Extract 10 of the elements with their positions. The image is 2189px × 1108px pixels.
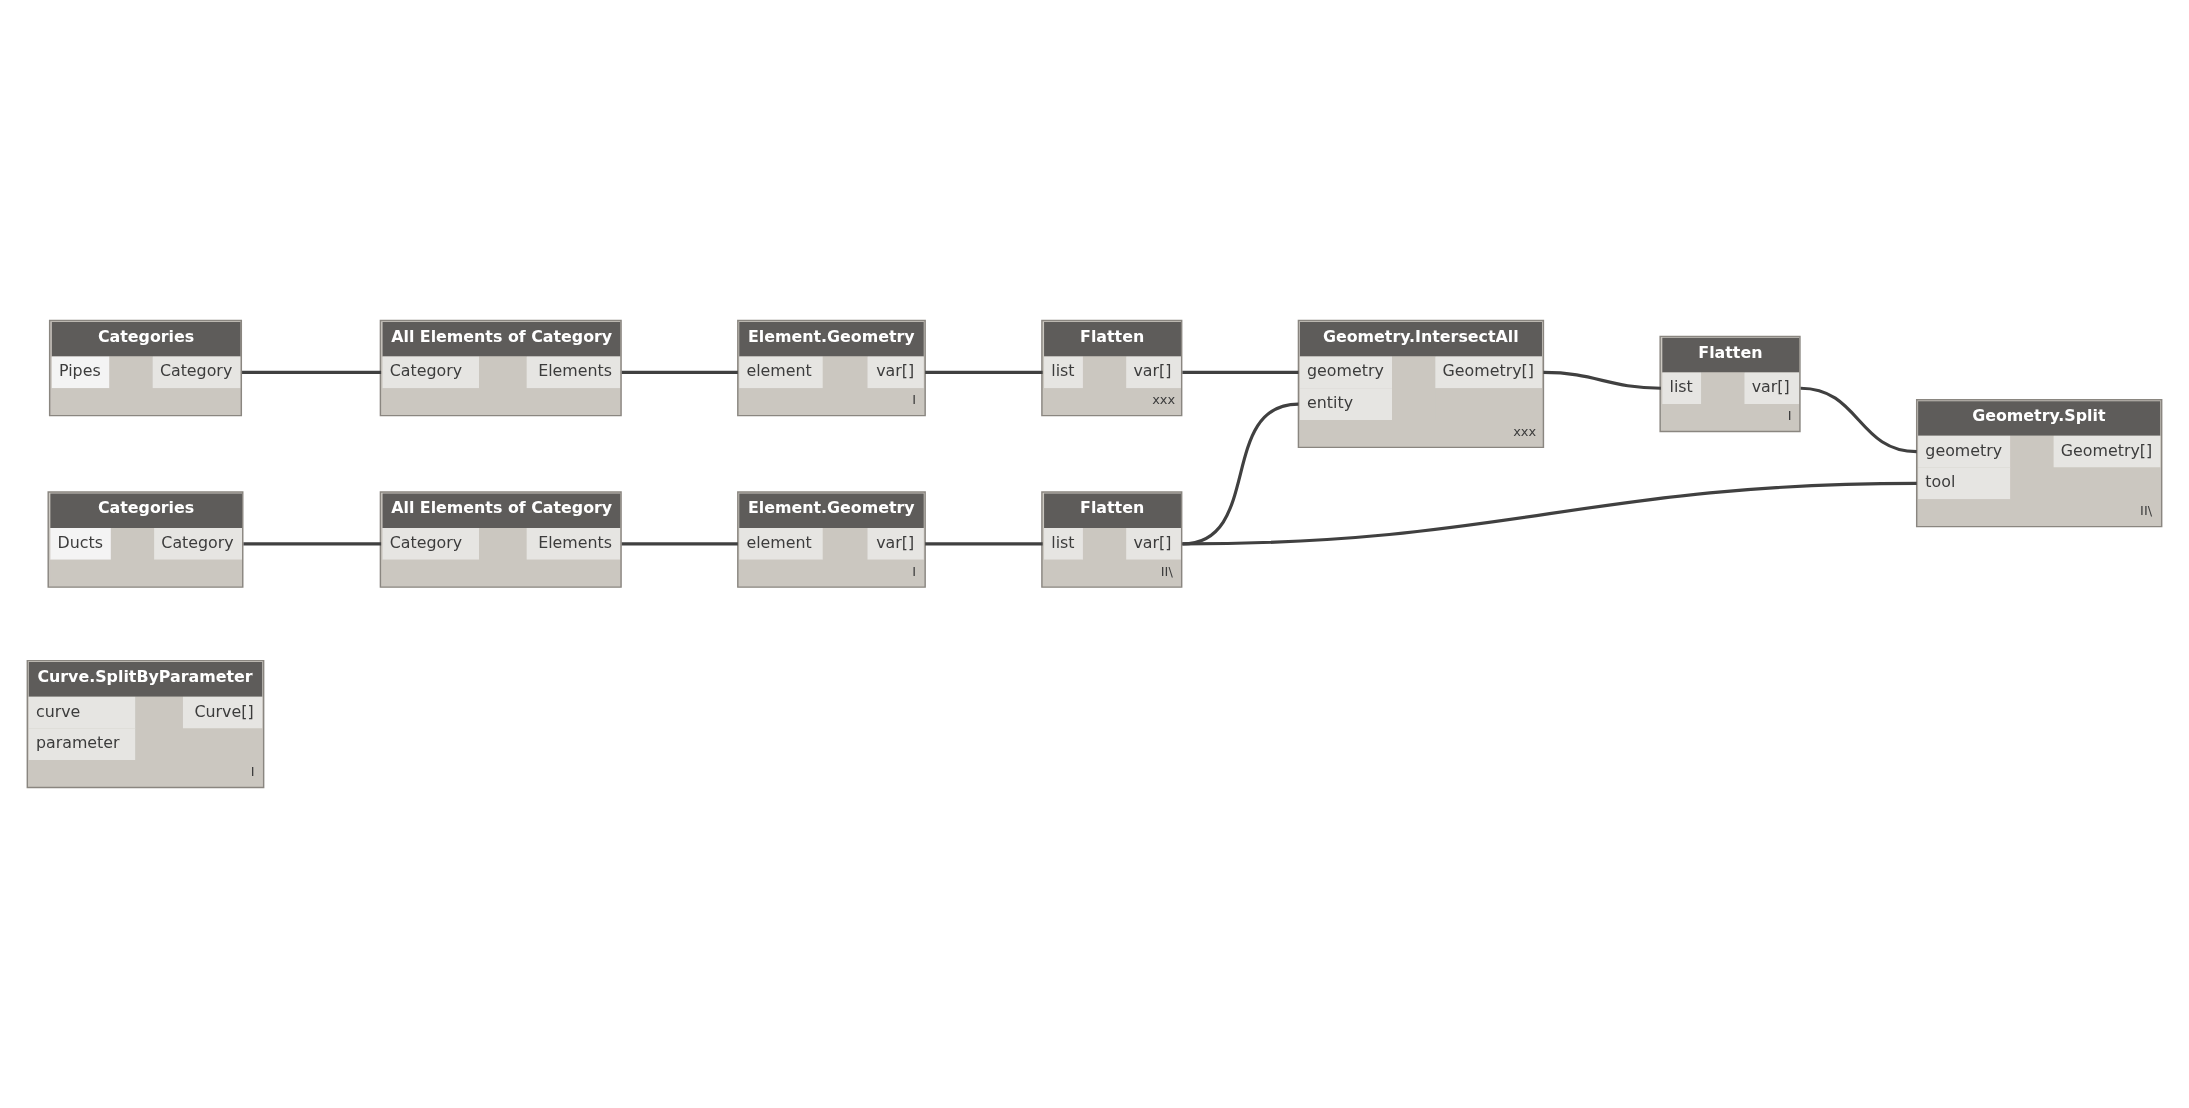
connector (1800, 386, 1917, 454)
connector (925, 370, 1043, 374)
connector (1182, 370, 1299, 374)
connector (621, 542, 738, 546)
connector (621, 370, 738, 374)
connector (1543, 370, 1661, 390)
connector (243, 542, 382, 546)
connector (242, 370, 382, 374)
connector (1182, 481, 1917, 546)
connector (925, 542, 1043, 546)
